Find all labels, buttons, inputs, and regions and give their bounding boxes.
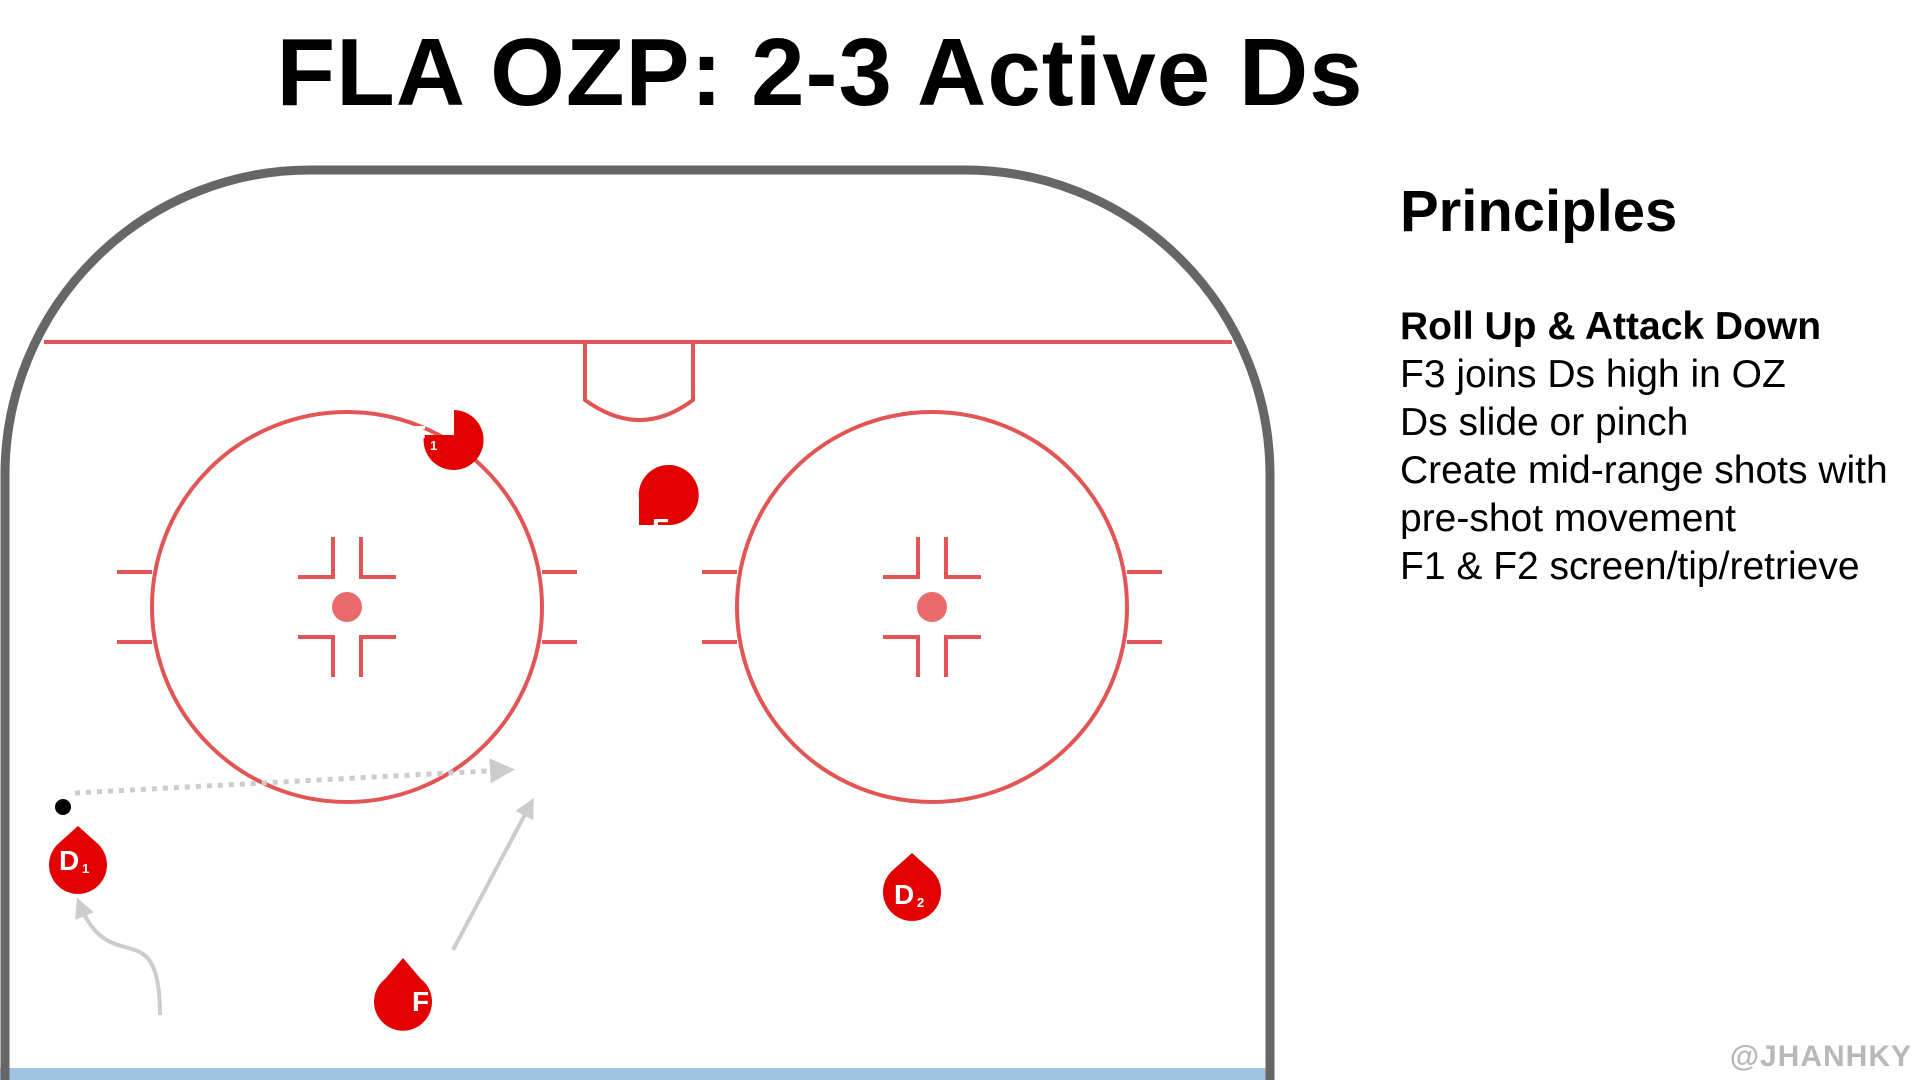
player-f2-letter: F [652,513,669,544]
watermark: @JHANHKY [1729,1040,1912,1073]
principles-lead: Roll Up & Attack Down [1400,305,1822,348]
player-d1: D 1 [48,826,107,894]
skate-arrow-d1 [75,897,162,1016]
principle-item: Ds slide or pinch [1400,401,1689,444]
player-f2: F 2 [638,465,699,546]
skate-arrow-f3 [451,797,534,951]
player-d2: D 2 [883,853,941,921]
faceoff-circle-left [117,410,577,804]
player-d2-letter: D [894,879,914,910]
principles-heading: Principles [1400,179,1678,244]
player-f1-number: 1 [430,438,437,453]
goal-crease [583,342,695,422]
faceoff-circle-right [702,410,1162,804]
principle-item: F3 joins Ds high in OZ [1400,353,1786,396]
pass-arrow-dotted [74,758,515,796]
rink-boards [0,165,1275,1080]
player-f3: F 3 [373,958,439,1031]
principle-item: pre-shot movement [1400,497,1736,540]
player-d1-number: 1 [82,861,89,876]
player-d1-letter: D [59,845,79,876]
principle-item: Create mid-range shots with [1400,449,1888,492]
principle-item: F1 & F2 screen/tip/retrieve [1400,545,1860,588]
faceoff-dot-right [917,592,947,622]
player-f1-letter: F [409,420,426,451]
player-d2-number: 2 [917,895,924,910]
player-f2-number: 2 [673,531,680,546]
principles-panel: Principles Roll Up & Attack Down F3 join… [1400,178,1920,591]
faceoff-dot-left [332,592,362,622]
puck [55,799,71,815]
blue-line [0,1068,1268,1080]
player-f3-letter: F [412,986,429,1017]
page-title: FLA OZP: 2-3 Active Ds [276,19,1364,126]
player-f1: F 1 [409,410,484,470]
player-f3-number: 3 [432,1003,439,1018]
